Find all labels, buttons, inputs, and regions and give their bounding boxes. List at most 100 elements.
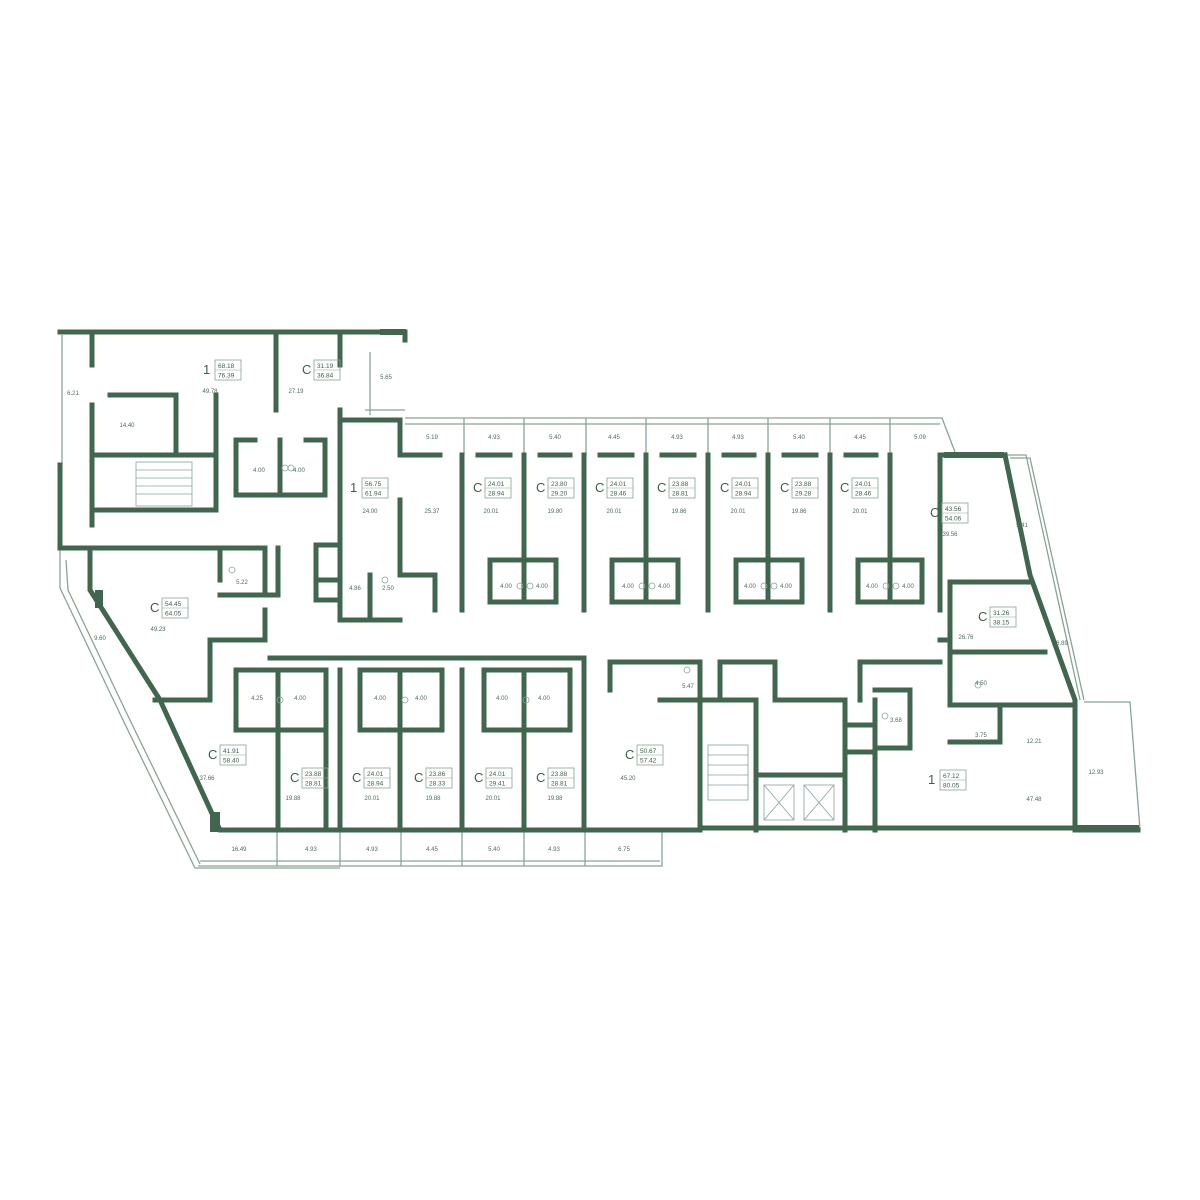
wall-accents: [95, 329, 1139, 832]
apartment-type: C: [657, 480, 666, 495]
room-area-label: 4.00: [538, 696, 550, 702]
room-area-label: 9.60: [94, 636, 106, 642]
room-area-label: 3.75: [975, 733, 987, 739]
apartment-type: C: [930, 505, 939, 520]
total-area: 28.94: [735, 491, 752, 498]
apartment-type: C: [595, 480, 604, 495]
room-area-label: 19.86: [671, 509, 687, 515]
living-area: 23.86: [429, 771, 446, 778]
room-area-label: 5.40: [793, 435, 805, 441]
room-area-label: 4.93: [366, 847, 378, 853]
living-area: 24.01: [855, 481, 872, 488]
room-area-label: 4.00: [374, 696, 386, 702]
room-area-label: 5.22: [236, 580, 248, 586]
apartment-type: C: [978, 609, 987, 624]
living-area: 31.26: [993, 610, 1010, 617]
room-area-label: 20.01: [730, 509, 746, 515]
total-area: 29.20: [551, 491, 568, 498]
room-area-label: 20.01: [852, 509, 868, 515]
living-area: 23.88: [305, 771, 322, 778]
living-area: 50.67: [640, 748, 657, 755]
room-area-label: 20.01: [606, 509, 622, 515]
room-area-label: 12.93: [1088, 770, 1104, 776]
apartment-type: C: [473, 480, 482, 495]
total-area: 38.15: [993, 620, 1010, 627]
room-area-label: 4.00: [294, 696, 306, 702]
living-area: 24.01: [735, 481, 752, 488]
apartment-type: 1: [350, 480, 357, 495]
total-area: 64.05: [165, 611, 182, 618]
room-area-label: 37.66: [199, 776, 215, 782]
total-area: 29.28: [795, 491, 812, 498]
total-area: 29.41: [489, 781, 506, 788]
apartment-type: C: [840, 480, 849, 495]
room-area-label: 20.01: [483, 509, 499, 515]
apartment-type: C: [625, 747, 634, 762]
room-area-label: 4.00: [415, 696, 427, 702]
living-area: 24.01: [488, 481, 505, 488]
stairs: [135, 461, 835, 821]
room-area-label: 19.86: [791, 509, 807, 515]
room-area-label: 4.00: [293, 468, 305, 474]
room-area-label: 4.25: [251, 696, 263, 702]
apartment-type: C: [150, 600, 159, 615]
room-area-label: 5.09: [914, 435, 926, 441]
room-area-label: 27.19: [288, 389, 304, 395]
living-area: 67.12: [943, 773, 960, 780]
room-area-label: 5.65: [380, 375, 392, 381]
room-area-label: 4.00: [902, 584, 914, 590]
living-area: 68.18: [218, 363, 235, 370]
room-area-label: 5.40: [549, 435, 561, 441]
room-area-label: 4.93: [305, 847, 317, 853]
apartment-label: C 24.01 28.46: [595, 477, 634, 499]
room-area-label: 4.50: [975, 681, 987, 687]
total-area: 28.81: [551, 781, 568, 788]
apartment-type: C: [780, 480, 789, 495]
room-area-label: 5.47: [682, 684, 694, 690]
living-area: 41.91: [223, 748, 240, 755]
living-area: 24.01: [610, 481, 627, 488]
room-area-label: 4.00: [253, 468, 265, 474]
room-area-label: 6.21: [67, 391, 79, 397]
room-area-label: 6.75: [618, 847, 630, 853]
room-area-label: 4.00: [866, 584, 878, 590]
room-area-label: 4.93: [548, 847, 560, 853]
room-area-label: 4.45: [426, 847, 438, 853]
room-area-label: 4.00: [780, 584, 792, 590]
apartment-type: 1: [928, 772, 935, 787]
total-area: 28.81: [672, 491, 689, 498]
total-area: 28.46: [610, 491, 627, 498]
living-area: 56.75: [365, 481, 382, 488]
room-area-label: 25.37: [424, 509, 440, 515]
room-area-label: 4.00: [744, 584, 756, 590]
total-area: 28.94: [367, 781, 384, 788]
total-area: 28.33: [429, 781, 446, 788]
room-area-label: 4.45: [854, 435, 866, 441]
total-area: 57.42: [640, 758, 657, 765]
total-area: 36.84: [317, 373, 334, 380]
room-area-label: 39.56: [942, 532, 958, 538]
apartment-type: C: [208, 747, 217, 762]
room-area-label: 45.20: [620, 776, 636, 782]
room-area-label: 4.93: [488, 435, 500, 441]
room-area-label: 24.00: [362, 509, 378, 515]
room-area-label: 20.01: [364, 796, 380, 802]
room-area-label: 14.40: [119, 423, 135, 429]
room-area-label: 4.00: [536, 584, 548, 590]
walls: [57, 329, 1141, 833]
living-area: 23.80: [551, 481, 568, 488]
apartment-label: C 50.67 57.42: [625, 744, 664, 766]
room-area-label: 49.23: [150, 627, 166, 633]
